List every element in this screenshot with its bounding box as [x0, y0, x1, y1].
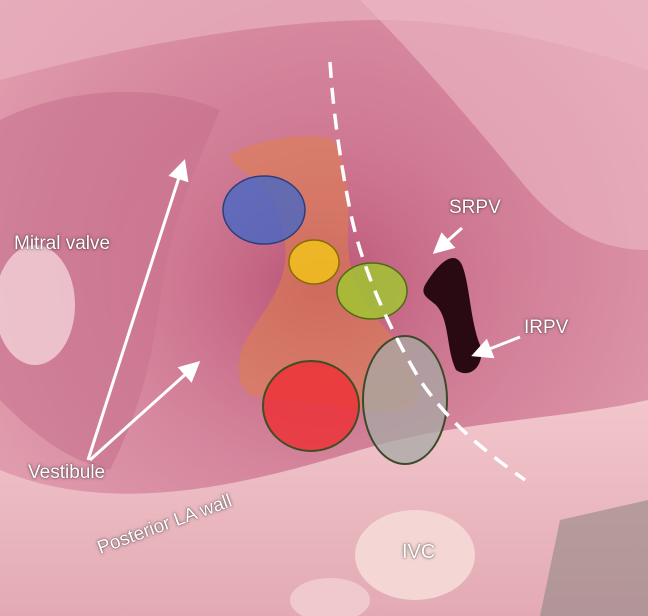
circle-blue — [222, 175, 306, 245]
arrow-icon — [432, 226, 463, 254]
arrow-icon — [88, 360, 201, 462]
circle-green — [336, 262, 408, 320]
label-ivc: IVC — [402, 541, 436, 563]
label-vestibule: Vestibule — [28, 462, 106, 483]
label-irpv: IRPV — [524, 317, 569, 338]
vein-ostium — [423, 257, 482, 374]
mitral-leaflet — [0, 245, 75, 365]
dashed-line — [328, 61, 527, 482]
circle-yellow — [288, 239, 340, 285]
circle-gray — [362, 335, 448, 465]
right-tissue-fold — [360, 0, 648, 250]
arrow-icon — [86, 159, 189, 461]
arrow-icon — [471, 335, 521, 359]
background-shadow — [540, 500, 648, 616]
lower-tissue — [0, 400, 648, 616]
ivc-structure — [355, 510, 475, 600]
tissue-nodule — [290, 578, 370, 616]
label-mitral-valve: Mitral valve — [14, 233, 111, 254]
circle-red — [262, 360, 360, 452]
label-srpv: SRPV — [449, 197, 501, 218]
